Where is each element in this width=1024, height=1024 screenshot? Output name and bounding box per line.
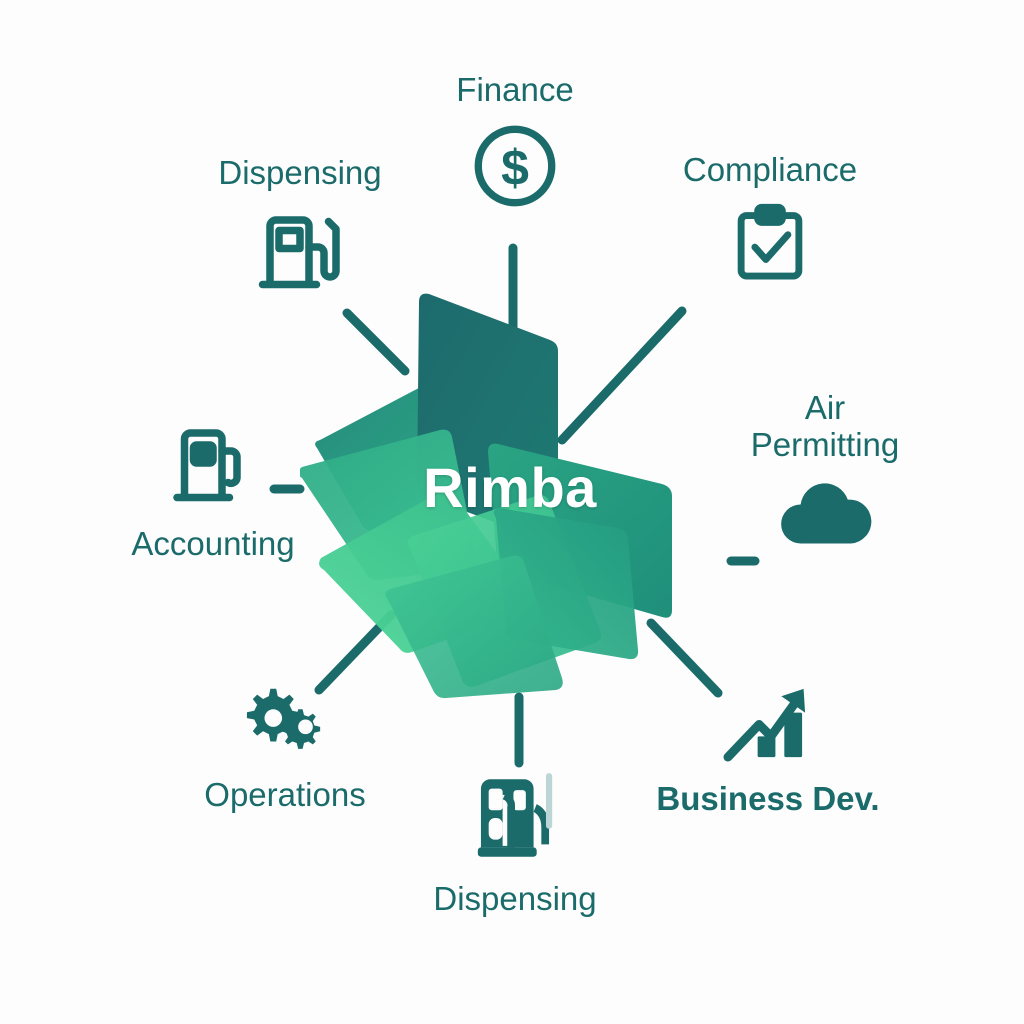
node-dispensing-top-left[interactable]: Dispensing — [155, 154, 445, 303]
fuel-pump-outline-icon — [165, 415, 261, 516]
rimba-logo: Rimba — [298, 280, 720, 700]
node-business-dev[interactable]: Business Dev. — [608, 680, 928, 818]
node-dispensing-bottom-label: Dispensing — [433, 880, 597, 917]
fuel-pump-icon — [252, 202, 348, 303]
node-finance[interactable]: Finance $ — [390, 71, 640, 218]
dollar-coin-icon: $ — [468, 119, 562, 218]
node-business-dev-label: Business Dev. — [656, 780, 880, 817]
node-finance-label: Finance — [456, 71, 574, 108]
gears-icon — [237, 680, 333, 767]
node-dispensing-top-left-label: Dispensing — [218, 154, 382, 191]
node-compliance-label: Compliance — [682, 151, 858, 188]
node-air-permitting-label: Air Permitting — [750, 389, 900, 463]
node-operations-label: Operations — [204, 776, 366, 813]
clipboard-check-icon — [726, 199, 814, 292]
node-air-permitting[interactable]: Air Permitting — [690, 389, 960, 553]
node-dispensing-bottom[interactable]: Dispensing — [380, 770, 650, 918]
node-operations[interactable]: Operations — [155, 680, 415, 814]
fuel-pump-solid-icon — [465, 770, 565, 871]
logo-petal-lowest — [385, 555, 563, 699]
node-accounting-label: Accounting — [131, 525, 295, 562]
node-accounting[interactable]: Accounting — [78, 415, 348, 563]
center-title: Rimba — [423, 456, 597, 519]
cloud-icon — [773, 474, 877, 553]
svg-text:$: $ — [501, 140, 529, 196]
node-compliance[interactable]: Compliance — [630, 151, 910, 292]
growth-chart-icon — [720, 680, 816, 771]
